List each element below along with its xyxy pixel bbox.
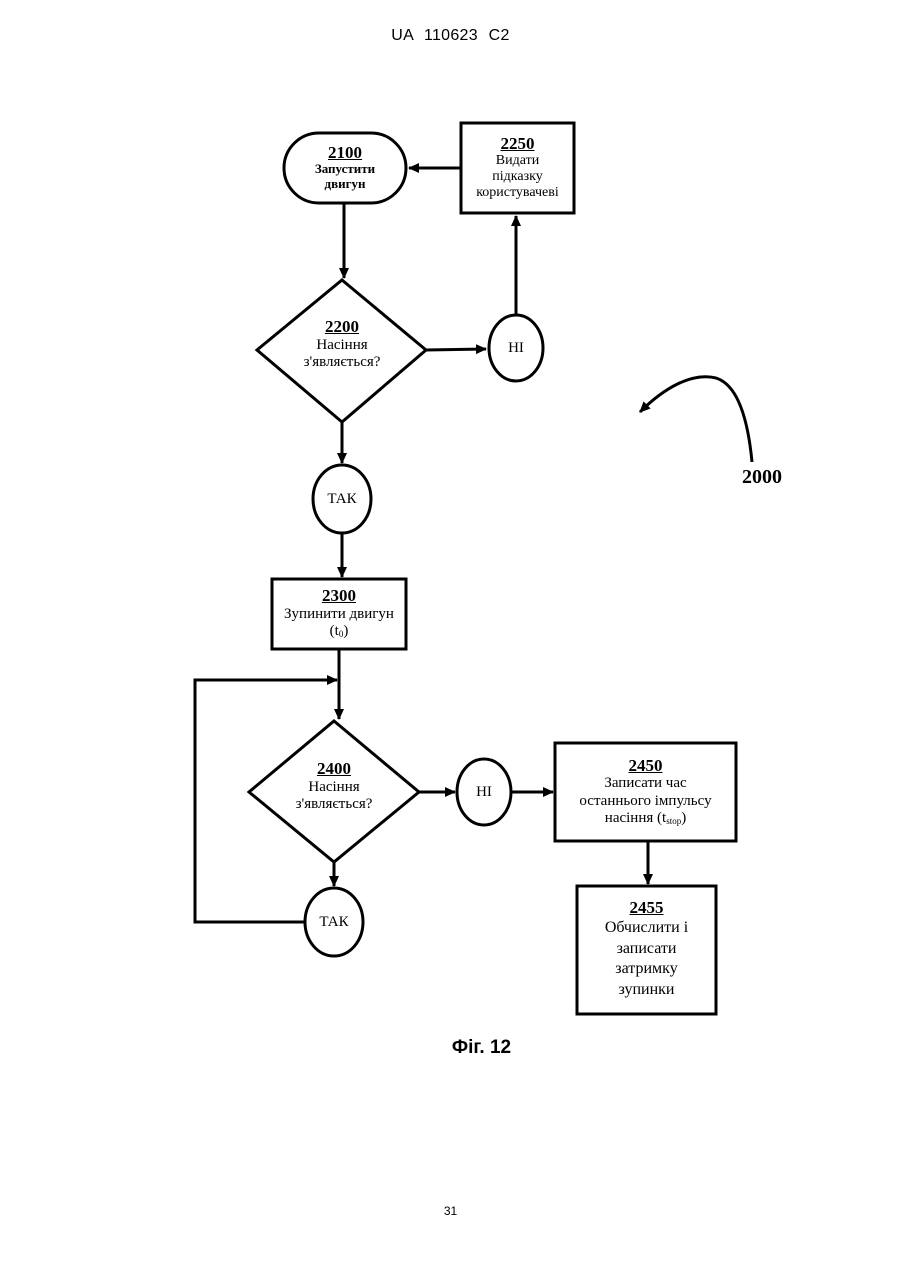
node-2450-line3-sub: stop: [666, 816, 681, 826]
node-2300-id: 2300: [322, 587, 356, 606]
node-2300: 2300 Зупинити двигун (t0): [272, 582, 406, 646]
node-2455-line3: затримку: [615, 959, 677, 980]
node-2455: 2455 Обчислити і записати затримку зупин…: [577, 889, 716, 1011]
node-2450-line1: Записати час: [604, 775, 686, 792]
node-2400-line2: з'являється?: [296, 796, 373, 813]
node-2300-line2: (t0): [330, 623, 349, 640]
node-2455-line2: записати: [617, 939, 677, 960]
decision-yes-1: ТАК: [313, 465, 371, 533]
node-2300-line2-main: (t: [330, 623, 339, 639]
node-2250-id: 2250: [501, 135, 535, 154]
node-2400: 2400 Насіння з'являється?: [274, 752, 394, 822]
node-2450-line3: насіння (tstop): [605, 810, 686, 827]
node-2455-id: 2455: [630, 899, 664, 918]
node-2200: 2200 Насіння з'являється?: [282, 310, 402, 380]
node-2100: 2100 Запустити двигун: [284, 136, 406, 200]
node-2100-id: 2100: [328, 144, 362, 163]
node-2450-line2: останнього імпульсу: [579, 793, 711, 810]
node-2400-id: 2400: [317, 760, 351, 779]
node-2455-line1: Обчислити і: [605, 918, 688, 939]
node-2250-line3: користувачеві: [476, 185, 559, 201]
node-2250-line2: підказку: [492, 169, 542, 185]
node-2250: 2250 Видати підказку користувачеві: [461, 126, 574, 210]
node-2450-id: 2450: [629, 757, 663, 776]
node-2100-line2: двигун: [325, 177, 366, 192]
node-2400-line1: Насіння: [308, 779, 359, 796]
page-number: 31: [0, 1204, 901, 1218]
node-2100-line1: Запустити: [315, 162, 375, 177]
node-2450-line3-main: насіння (t: [605, 810, 666, 826]
node-2450-line3-end: ): [681, 810, 686, 826]
decision-yes-2: ТАК: [305, 888, 363, 956]
arrow-2200-to-no: [426, 349, 486, 350]
reference-number: 2000: [742, 466, 782, 489]
node-2200-line1: Насіння: [316, 337, 367, 354]
node-2300-line2-end: ): [343, 623, 348, 639]
node-2200-line2: з'являється?: [304, 354, 381, 371]
decision-no-2: НІ: [457, 759, 511, 825]
node-2250-line1: Видати: [496, 153, 539, 169]
figure-caption: Фіг. 12: [0, 1037, 901, 1059]
node-2455-line4: зупинки: [618, 980, 674, 1001]
reference-arrow: [640, 377, 752, 462]
node-2300-line1: Зупинити двигун: [284, 606, 394, 623]
node-2450: 2450 Записати час останнього імпульсу на…: [555, 746, 736, 838]
decision-no-1: НІ: [489, 315, 543, 381]
node-2200-id: 2200: [325, 318, 359, 337]
